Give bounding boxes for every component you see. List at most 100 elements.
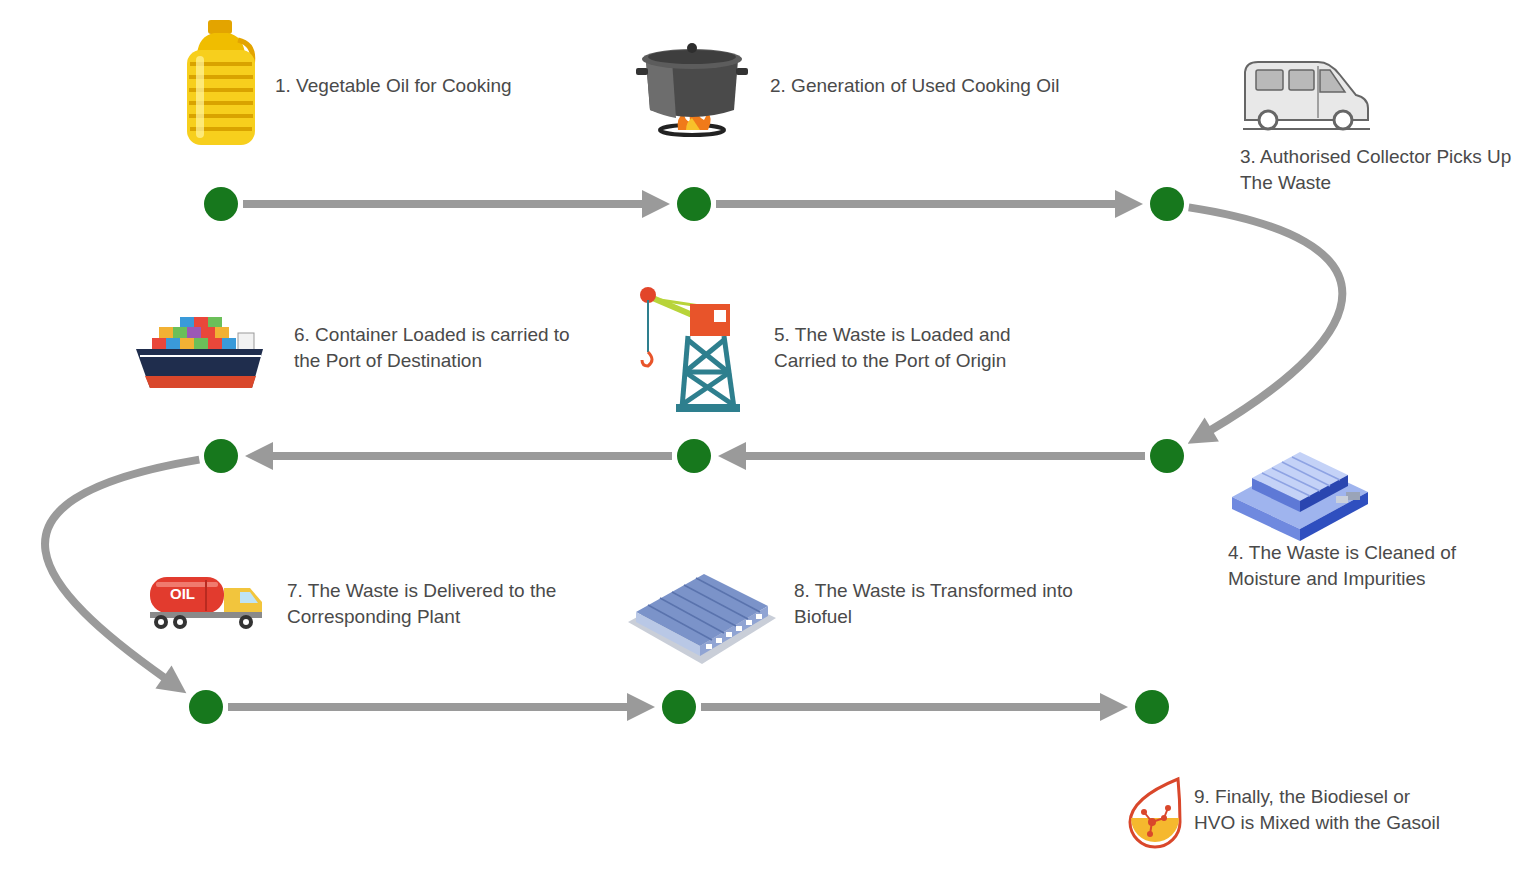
biofuel-plant-icon [726,632,732,637]
arrow-head [1115,190,1143,218]
cleaning-plant-icon [1292,457,1340,480]
biofuel-plant-icon [672,592,736,626]
arrow-head [155,666,186,694]
oil-bottle-icon [187,20,255,145]
cleaning-plant-icon [1282,462,1330,486]
step-label: 8. The Waste is Transformed into Biofuel [794,578,1074,630]
tanker-truck-icon [177,619,183,625]
oil-bottle-icon [187,50,255,145]
biofuel-plant-icon [684,585,748,619]
collector-van-icon [1243,128,1370,130]
tanker-truck-icon [240,592,258,603]
port-crane-icon [690,304,730,336]
arrow-line [228,703,629,711]
step-dot: 2. Generation of Used Cooking Oil [677,187,711,221]
step-dot: 5. The Waste is Loaded and Carried to th… [677,439,711,473]
biofuel-plant-icon [706,614,762,649]
container-ship-icon [180,338,194,349]
container-ship-icon [201,327,215,338]
biofuel-plant-icon [648,605,712,640]
collector-van-icon [1259,111,1277,129]
cleaning-plant-icon [1346,492,1360,500]
collector-van-icon [1289,70,1314,90]
port-crane-icon [642,352,652,366]
port-crane-icon [647,300,649,352]
fuel-drop-icon [1165,805,1171,811]
arrow-head [245,442,273,470]
port-crane-icon [685,340,724,372]
port-crane-icon [676,404,740,412]
tanker-truck-icon [150,577,224,613]
tanker-truck-icon [243,619,249,625]
step-dot: 3. Authorised Collector Picks Up The Was… [1150,187,1184,221]
container-ship-icon [140,355,261,357]
arrow-head [718,442,746,470]
biofuel-plant-icon [756,614,762,619]
port-crane-icon [640,287,740,412]
cleaning-plant-icon [1262,457,1340,496]
flow-arrow [716,190,1143,218]
cleaning-plant-icon [1300,475,1348,512]
container-ship-icon [215,327,229,338]
container-ship-icon [238,333,254,350]
biofuel-plant-icon [648,578,760,640]
fuel-drop-icon [1161,815,1167,821]
port-crane-icon [682,336,734,408]
arrow-head [1188,417,1219,443]
port-crane-icon [686,370,730,375]
tank-label: OIL [170,585,195,603]
step-label: 5. The Waste is Loaded and Carried to th… [774,322,1049,374]
arrow-line [45,460,199,679]
container-ship-icon [152,338,166,349]
arrow-head [627,693,655,721]
flow-arrow [243,190,670,218]
container-ship-icon [208,317,222,327]
tanker-truck-icon [239,615,253,629]
arrow-line [243,200,644,208]
cleaning-plant-icon [1272,468,1320,491]
flow-arrow [701,693,1128,721]
step-dot: 9. Finally, the Biodiesel or HVO is Mixe… [1135,690,1169,724]
flow-arrow [718,442,1145,470]
tanker-truck-icon [154,615,168,629]
biofuel-plant-icon [700,606,768,656]
cleaning-plant-icon [1252,478,1300,512]
container-ship-icon [173,327,187,338]
tanker-truck-icon [158,619,164,625]
step-label: 9. Finally, the Biodiesel or HVO is Mixe… [1194,784,1449,836]
step-label: 4. The Waste is Cleaned of Moisture and … [1228,540,1493,592]
cooking-pot-icon [686,118,700,130]
fuel-drop-icon [1131,818,1179,842]
cleaning-plant-icon [1232,452,1368,541]
arrow-line [271,452,672,460]
tanker-truck-icon [150,577,262,629]
fuel-drop-icon [1141,805,1171,837]
port-crane-icon [714,310,726,322]
step-dot: 8. The Waste is Transformed into Biofuel [662,690,696,724]
biofuel-plant-icon [736,626,742,631]
container-ship-icon [136,349,263,388]
fuel-drop-icon [1147,831,1153,837]
container-ship-icon [194,338,208,349]
cooking-pot-icon [636,68,648,75]
biofuel-plant-icon [636,574,768,646]
fuel-drop-icon [1144,808,1168,834]
container-ship-icon [194,317,208,327]
fuel-drop-icon [1130,779,1180,847]
flow-arrow [45,460,199,694]
cleaning-plant-icon [1336,496,1348,503]
arrow-head [642,190,670,218]
container-ship-icon [208,338,222,349]
cooking-pot-icon [687,43,697,53]
cooking-pot-icon [736,68,748,75]
fuel-drop-icon [1148,818,1156,826]
collector-van-icon [1243,62,1370,129]
container-ship-icon [145,376,256,388]
oil-bottle-icon [208,20,232,34]
arrow-line [716,200,1117,208]
container-ship-icon [187,327,201,338]
cooking-pot-icon [636,43,748,135]
arrow-line [701,703,1102,711]
step-dot: 4. The Waste is Cleaned of Moisture and … [1150,439,1184,473]
